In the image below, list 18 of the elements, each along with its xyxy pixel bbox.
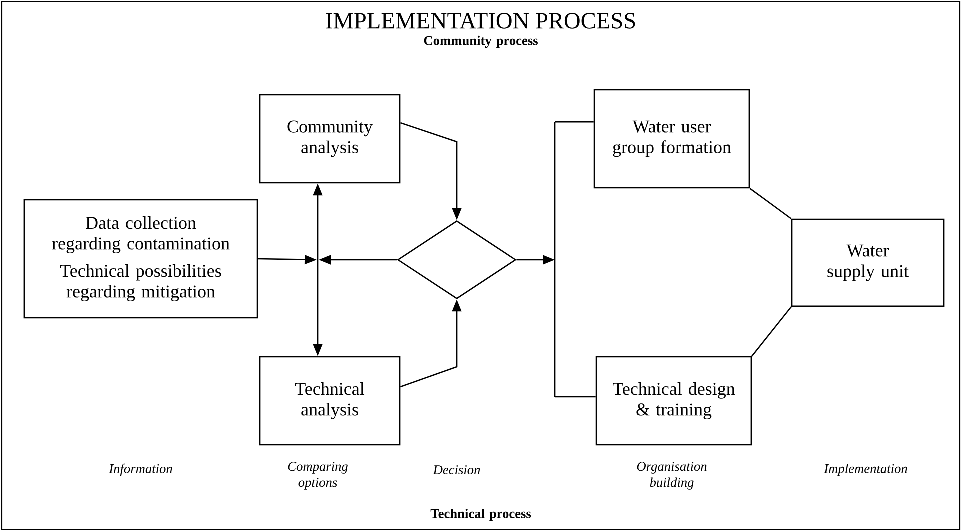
- process-box: Water supply unit: [791, 218, 945, 308]
- process-box: Community analysis: [259, 94, 401, 184]
- process-box: Data collection regarding contamination Technical possibilities regarding mitigation: [24, 199, 258, 319]
- stage-label: Implementation: [824, 464, 908, 476]
- connector-line: [750, 188, 792, 220]
- section-heading: Technical process: [430, 508, 532, 522]
- stage-label: Decision: [433, 466, 480, 474]
- connector-line: [555, 121, 594, 123]
- section-heading: Community process: [424, 36, 538, 48]
- connector-line: [752, 306, 792, 357]
- stage-label: Information: [109, 464, 172, 476]
- title: IMPLEMENTATION PROCESS: [326, 13, 636, 29]
- process-box: Technical design & training: [596, 356, 752, 446]
- process-box: Technical analysis: [259, 356, 401, 446]
- stage-label: Comparing options: [288, 462, 348, 490]
- process-box: Water user group formation: [594, 89, 750, 189]
- connector-line: [555, 396, 596, 398]
- stage-label: Organisation building: [637, 462, 707, 490]
